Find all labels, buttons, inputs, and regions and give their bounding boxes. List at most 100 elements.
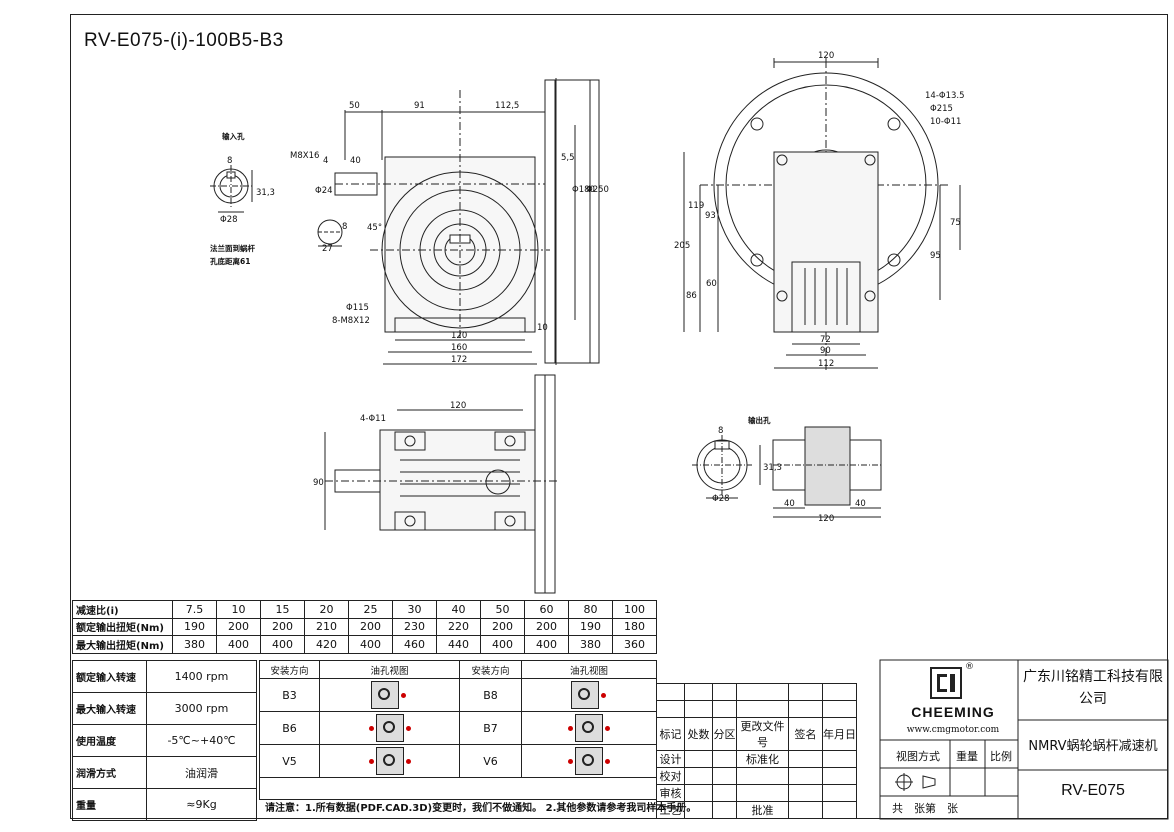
website: www.cmgmotor.com: [906, 725, 1000, 735]
dim-r215: Φ215: [930, 104, 953, 114]
rev-col-sign: 签名: [788, 717, 823, 751]
input-hole-label: 输入孔: [222, 131, 245, 141]
dim-r119: 119: [688, 201, 704, 211]
approve-label: 批准: [736, 801, 789, 819]
dim-r75: 75: [950, 218, 961, 228]
spec-value: 1400 rpm: [146, 660, 257, 693]
oil-hole-icon: [401, 692, 406, 698]
spec-label: 润滑方式: [72, 756, 147, 789]
dim-r10: 10-Φ11: [930, 117, 961, 127]
dim-out-40b: 40: [855, 499, 866, 509]
dim-r120: 120: [818, 51, 834, 61]
notice-text: 请注意：1.所有数据(PDF.CAD.3D)变更时，我们不做通知。 2.其他参数…: [265, 803, 697, 814]
bottom-view: [324, 374, 560, 594]
dim-out-28: Φ28: [712, 494, 730, 504]
mount-icon: [521, 744, 657, 778]
oil-hole-icon: [568, 725, 573, 731]
ratio-table: 减速比(i) 7.5 10 15 20 25 30 40 50 60 80 10…: [72, 600, 657, 654]
mount-icon: [319, 678, 460, 712]
dim-27: 27: [322, 244, 333, 254]
oil-hole-icon: [405, 725, 411, 731]
max-cell: 420: [304, 635, 349, 654]
standard-label: 标准化: [736, 750, 789, 768]
mount-position: B6: [259, 711, 320, 745]
registered-icon: ®: [965, 662, 974, 672]
review-label: 审核: [656, 784, 685, 802]
product-code: RV-E075: [1061, 782, 1125, 799]
oil-hole-icon: [405, 758, 411, 764]
dim-1125: 112,5: [495, 101, 519, 111]
ratio-cell: 30: [392, 600, 437, 619]
rated-cell: 180: [612, 617, 657, 636]
dim-120a: 120: [451, 331, 467, 341]
weight-label: 重量: [956, 750, 978, 763]
spec-value: -5℃~+40℃: [146, 724, 257, 757]
dim-45deg: 45°: [367, 223, 382, 233]
mounting-table: 安装方向 油孔视图 安装方向 油孔视图 B3 B8 B6 B7 V5 V6: [259, 660, 657, 800]
output-hole-label: 输出孔: [748, 415, 771, 425]
max-cell: 400: [348, 635, 393, 654]
mount-icon: [521, 711, 657, 745]
dim-91: 91: [414, 101, 425, 111]
dim-250: Φ250: [586, 185, 609, 195]
max-cell: 400: [524, 635, 569, 654]
dim-b4: 4-Φ11: [360, 414, 386, 424]
dim-out-313: 31,3: [763, 463, 782, 473]
dim-input-8: 8: [227, 156, 232, 166]
dim-input-28: Φ28: [220, 215, 238, 225]
dim-r86: 86: [686, 291, 697, 301]
gearbox-icon: [375, 747, 404, 775]
rev-col-file: 更改文件号: [736, 717, 789, 751]
process-label: 工艺: [656, 801, 685, 819]
gearbox-icon: [575, 714, 603, 742]
dim-172: 172: [451, 355, 467, 365]
design-label: 设计: [656, 750, 685, 768]
gearbox-icon: [575, 747, 603, 775]
sheets-label: 共 张第 张: [892, 802, 958, 815]
dim-r60: 60: [706, 279, 717, 289]
dim-8: 8: [342, 222, 347, 232]
gearbox-icon: [570, 681, 599, 709]
rated-cell: 200: [480, 617, 525, 636]
front-view: [317, 78, 600, 365]
oil-hole-icon: [600, 692, 606, 698]
dim-input-313: 31,3: [256, 188, 275, 198]
dim-r90: 90: [820, 346, 831, 356]
oil-hole-icon: [368, 758, 374, 764]
dim-r93: 93: [705, 211, 716, 221]
dim-b90: 90: [313, 478, 324, 488]
max-cell: 440: [436, 635, 481, 654]
dim-160: 160: [451, 343, 467, 353]
scale-label: 比例: [990, 750, 1012, 763]
gearbox-icon: [371, 681, 399, 709]
dim-b120: 120: [450, 401, 466, 411]
oil-hole-icon: [368, 725, 374, 731]
ratio-cell: 60: [524, 600, 569, 619]
oil-hole-icon: [568, 758, 573, 764]
spec-value: 油润滑: [146, 756, 257, 789]
company-name: 广东川铭精工科技有限公司: [1023, 669, 1163, 707]
dim-r72: 72: [820, 335, 831, 345]
output-hole-view: [692, 426, 882, 518]
mount-position: B7: [459, 711, 522, 745]
drawing-frame: [70, 14, 1168, 819]
spec-value: ≈9Kg: [146, 788, 257, 821]
rev-col-mark: 标记: [656, 717, 685, 751]
dim-r14: 14-Φ13.5: [925, 91, 965, 101]
dim-r205: 205: [674, 241, 690, 251]
spec-label: 重量: [72, 788, 147, 821]
dim-out-120: 120: [818, 514, 834, 524]
dim-r112: 112: [818, 359, 834, 369]
dim-out-8: 8: [718, 426, 723, 436]
product-name: NMRV蜗轮蜗杆减速机: [1028, 739, 1158, 754]
dim-115: Φ115: [346, 303, 369, 313]
ratio-cell: 80: [568, 600, 613, 619]
flange-note-1: 法兰面到蜗杆: [210, 243, 255, 253]
view-method-label: 视图方式: [896, 750, 940, 763]
model-title: RV-E075-(i)-100B5-B3: [84, 30, 284, 51]
dim-50: 50: [349, 101, 360, 111]
max-cell: 460: [392, 635, 437, 654]
oil-hole-icon: [605, 725, 610, 731]
